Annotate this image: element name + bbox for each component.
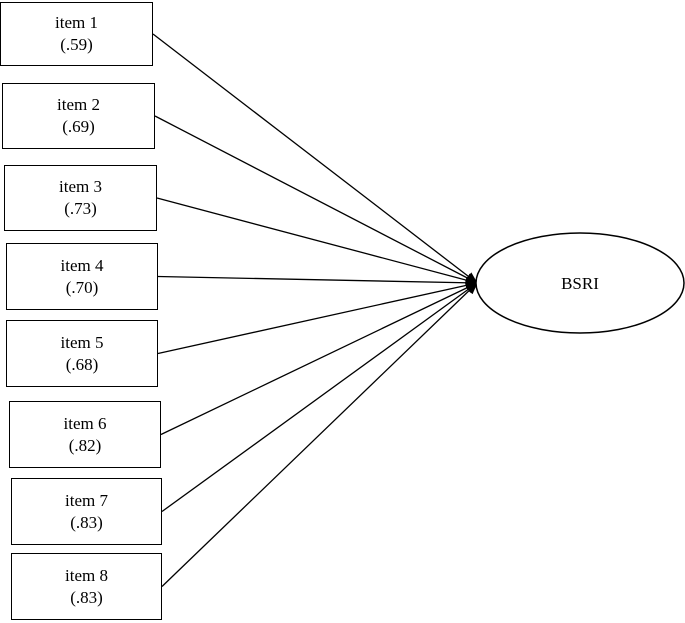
item-loading: (.82)	[68, 435, 102, 455]
item-label: item 5	[60, 332, 104, 352]
loading-arrow-item-5	[157, 280, 478, 355]
item-box-1: item 1 (.59)	[0, 2, 153, 66]
loading-arrow-item-8	[161, 282, 478, 587]
loading-arrow-item-4	[157, 275, 478, 288]
item-loading: (.68)	[65, 354, 99, 374]
item-box-8: item 8 (.83)	[11, 553, 162, 620]
item-label: item 1	[55, 13, 98, 32]
loading-arrow-item-6	[160, 282, 478, 436]
bsri-construct-ellipse	[475, 232, 685, 334]
item-label: item 8	[65, 565, 108, 585]
loading-arrow-item-1	[152, 33, 478, 284]
item-loading: (.59)	[60, 35, 93, 54]
item-box-2: item 2 (.69)	[2, 83, 155, 149]
item-label: item 3	[59, 177, 102, 196]
item-box-4: item 4 (.70)	[6, 243, 158, 310]
item-loading: (.69)	[62, 117, 95, 136]
item-box-7: item 7 (.83)	[11, 478, 162, 545]
item-loading: (.70)	[65, 277, 99, 297]
construct-label: BSRI	[561, 274, 599, 293]
loading-arrow-item-7	[161, 282, 478, 513]
item-box-5: item 5 (.68)	[6, 320, 158, 387]
item-loading: (.83)	[70, 587, 103, 607]
item-loading: (.83)	[70, 512, 103, 532]
item-label: item 4	[60, 255, 104, 275]
loading-arrow-item-3	[156, 197, 478, 286]
item-label: item 2	[57, 95, 100, 114]
item-box-3: item 3 (.73)	[4, 165, 157, 231]
item-label: item 6	[63, 413, 107, 433]
item-loading: (.73)	[64, 199, 97, 218]
item-box-6: item 6 (.82)	[9, 401, 161, 468]
loading-arrow-item-2	[154, 115, 478, 284]
item-label: item 7	[65, 490, 108, 510]
